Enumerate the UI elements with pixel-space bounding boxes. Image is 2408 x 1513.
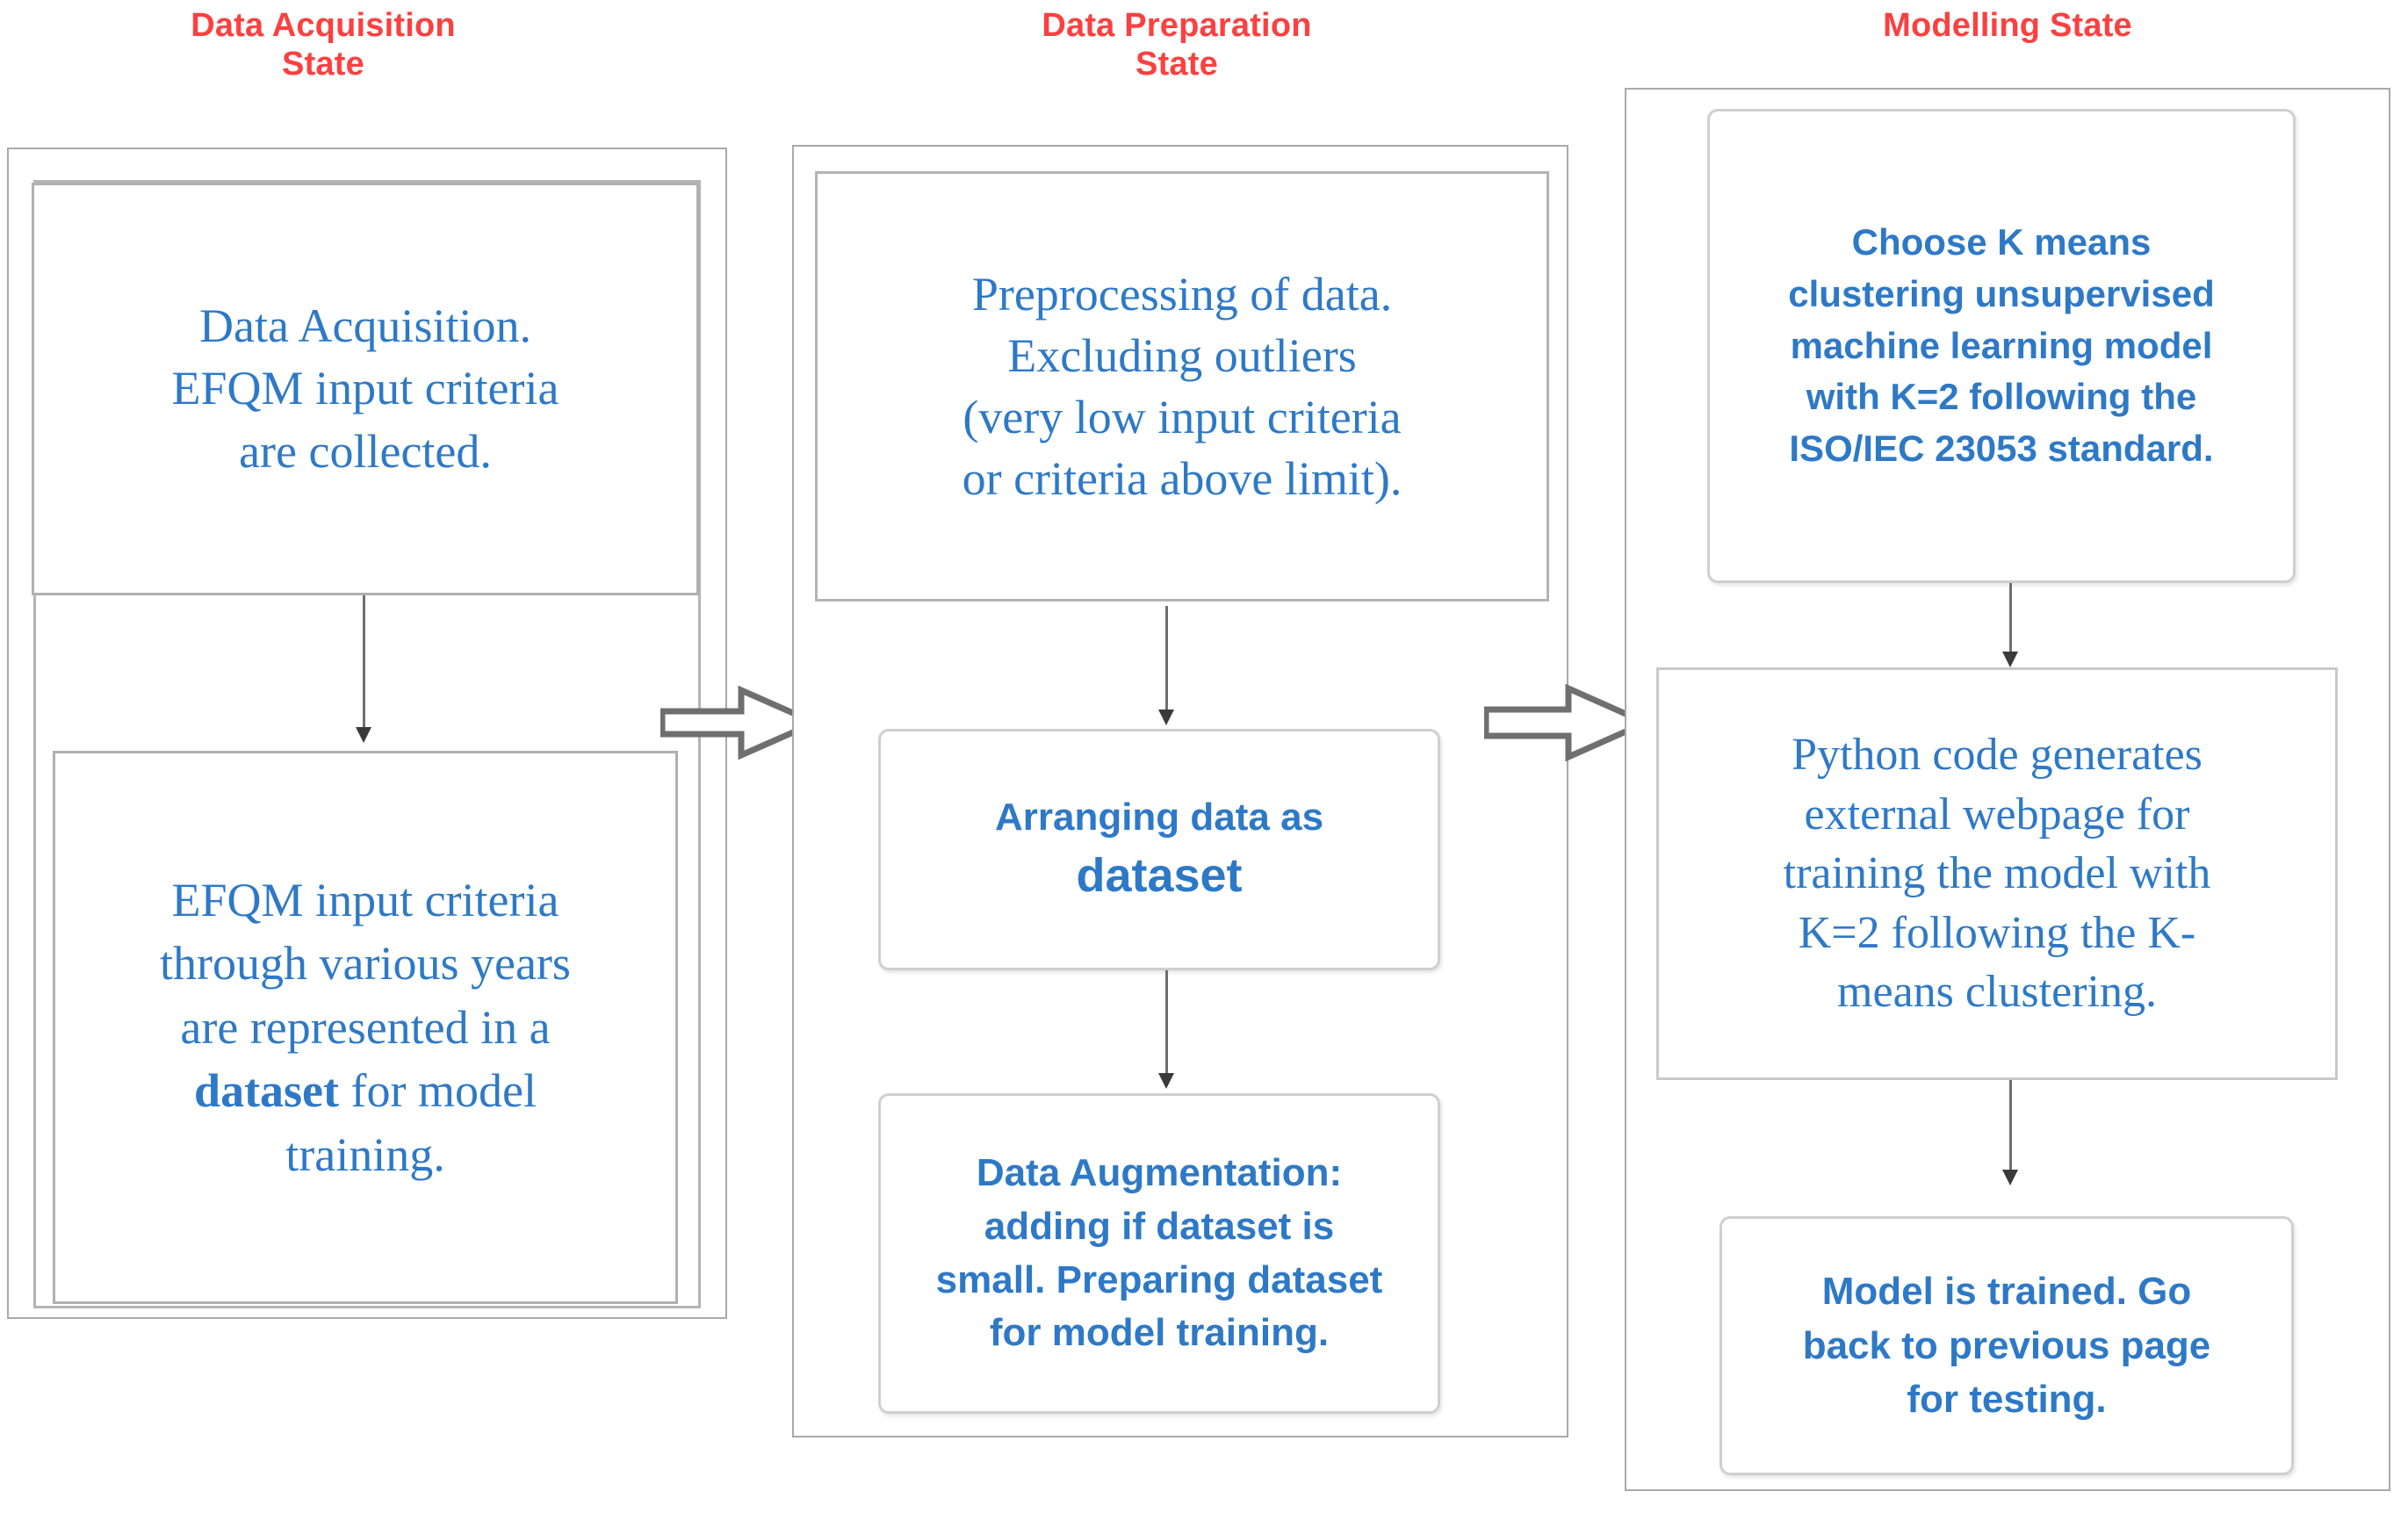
node-line-emphasis: dataset for model: [64, 1059, 667, 1122]
connector-arrowhead-model-2-3: [2002, 1170, 2018, 1185]
connector-arrowhead-acq-1-2: [356, 727, 371, 743]
node-line: through various years: [160, 937, 571, 991]
column-header-modelling: Modelling State: [1625, 7, 2390, 46]
node-line: K=2 following the K-: [1798, 907, 2196, 958]
column-header-line2: State: [1136, 45, 1218, 83]
column-header-line1: Modelling State: [1883, 7, 2132, 44]
node-line-rest: for model: [350, 1064, 537, 1118]
node-line: means clustering.: [1837, 967, 2157, 1018]
node-line: are collected.: [239, 424, 492, 478]
node-text: Choose K means clustering unsupervised m…: [1710, 217, 2293, 475]
node-line: or criteria above limit).: [962, 452, 1402, 506]
column-header-data-preparation: Data Preparation State: [790, 7, 1563, 83]
connector-line-model-1-2: [2009, 583, 2012, 664]
node-line: Python code generates: [1792, 730, 2203, 781]
connector-arrowhead-prep-2-3: [1158, 1073, 1174, 1089]
node-line: machine learning model: [1790, 324, 2213, 366]
node-text: Model is trained. Go back to previous pa…: [1722, 1264, 2291, 1427]
stage-arrow-prep-to-model: [1482, 683, 1654, 762]
connector-line-model-2-3: [2009, 1080, 2012, 1181]
node-line: training.: [285, 1128, 445, 1181]
node-text: EFQM input criteria through various year…: [55, 868, 675, 1186]
node-data-augmentation[interactable]: Data Augmentation: adding if dataset is …: [878, 1093, 1440, 1414]
node-text: Data Augmentation: adding if dataset is …: [881, 1147, 1438, 1360]
node-line: are represented in a: [180, 1000, 551, 1054]
node-model-trained[interactable]: Model is trained. Go back to previous pa…: [1719, 1216, 2294, 1475]
node-line: for testing.: [1907, 1378, 2107, 1422]
connector-arrowhead-model-1-2: [2002, 652, 2018, 667]
node-line: EFQM input criteria: [171, 874, 559, 927]
node-line: Arranging data as: [994, 796, 1324, 839]
column-header-data-acquisition: Data Acquisition State: [7, 7, 639, 83]
column-header-line1: Data Acquisition: [191, 7, 456, 44]
column-header-line1: Data Preparation: [1042, 7, 1312, 44]
node-choose-kmeans[interactable]: Choose K means clustering unsupervised m…: [1707, 109, 2296, 583]
dataset-emphasis: dataset: [1076, 848, 1243, 902]
node-line: (very low input criteria: [962, 391, 1402, 443]
connector-line-prep-1-2: [1165, 606, 1168, 720]
node-text: Arranging data as dataset: [881, 791, 1438, 907]
connector-arrowhead-prep-1-2: [1158, 710, 1174, 725]
node-line: for model training.: [989, 1311, 1330, 1355]
node-text: Data Acquisition. EFQM input criteria ar…: [34, 295, 696, 483]
connector-line-acq-1-2: [363, 595, 365, 736]
node-preprocessing[interactable]: Preprocessing of data. Excluding outlier…: [819, 176, 1545, 597]
node-line: adding if dataset is: [984, 1204, 1335, 1248]
node-line: Data Augmentation:: [976, 1151, 1343, 1195]
node-line: Preprocessing of data.: [971, 267, 1393, 321]
node-text: Python code generates external webpage f…: [1659, 725, 2335, 1022]
node-line: back to previous page: [1802, 1323, 2211, 1367]
node-line: with K=2 following the: [1806, 376, 2197, 418]
node-python-code[interactable]: Python code generates external webpage f…: [1656, 667, 2338, 1080]
node-line: Model is trained. Go: [1821, 1270, 2192, 1314]
node-line: clustering unsupervised: [1788, 272, 2215, 314]
node-data-acquisition-collect[interactable]: Data Acquisition. EFQM input criteria ar…: [32, 183, 699, 595]
node-line: Choose K means: [1851, 221, 2152, 263]
node-arranging-dataset[interactable]: Arranging data as dataset: [878, 729, 1440, 970]
node-data-acquisition-dataset[interactable]: EFQM input criteria through various year…: [53, 751, 678, 1304]
stage-arrow-acq-to-prep: [659, 683, 823, 762]
node-line: training the model with: [1783, 848, 2211, 899]
column-header-line2: State: [282, 45, 364, 83]
node-text: Preprocessing of data. Excluding outlier…: [819, 263, 1545, 510]
node-line: Data Acquisition.: [199, 299, 531, 353]
node-line: Excluding outliers: [1007, 328, 1357, 382]
node-line: external webpage for: [1804, 789, 2190, 839]
connector-line-prep-2-3: [1165, 970, 1168, 1084]
node-line: small. Preparing dataset: [935, 1257, 1383, 1301]
node-line: ISO/IEC 23053 standard.: [1789, 428, 2214, 470]
node-line: EFQM input criteria: [171, 362, 559, 415]
dataset-emphasis: dataset: [194, 1064, 340, 1118]
